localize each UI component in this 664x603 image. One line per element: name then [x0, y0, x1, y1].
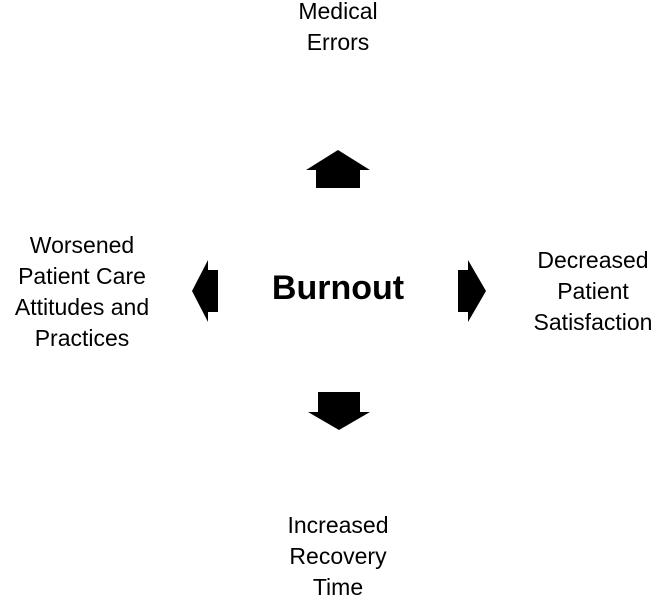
effect-left-line-1: Worsened	[29, 232, 135, 258]
effect-bottom-line-3: Time	[312, 574, 364, 600]
effect-right-decreased-satisfaction: Decreased Patient Satisfaction	[522, 245, 664, 338]
effect-left-line-2: Patient Care	[18, 263, 146, 289]
effect-right-line-1: Decreased	[537, 247, 649, 273]
arrow-down-icon	[308, 392, 370, 430]
arrow-up-icon	[306, 150, 370, 188]
effect-left-worsened-care: Worsened Patient Care Attitudes and Prac…	[2, 230, 162, 354]
effect-top-line-2: Errors	[306, 29, 370, 55]
center-burnout: Burnout	[271, 269, 405, 307]
arrow-right-icon	[458, 260, 486, 322]
effect-right-line-3: Satisfaction	[533, 309, 653, 335]
effect-top-line-1: Medical	[298, 0, 378, 24]
effect-left-line-3: Attitudes and	[14, 294, 150, 320]
arrow-left-icon	[192, 260, 218, 322]
effect-bottom-line-2: Recovery	[289, 543, 387, 569]
effect-bottom-line-1: Increased	[287, 512, 389, 538]
effect-right-line-2: Patient	[557, 278, 629, 304]
effect-bottom-recovery-time: Increased Recovery Time	[273, 510, 403, 603]
effect-top-medical-errors: Medical Errors	[278, 0, 398, 58]
effect-left-line-4: Practices	[34, 325, 130, 351]
